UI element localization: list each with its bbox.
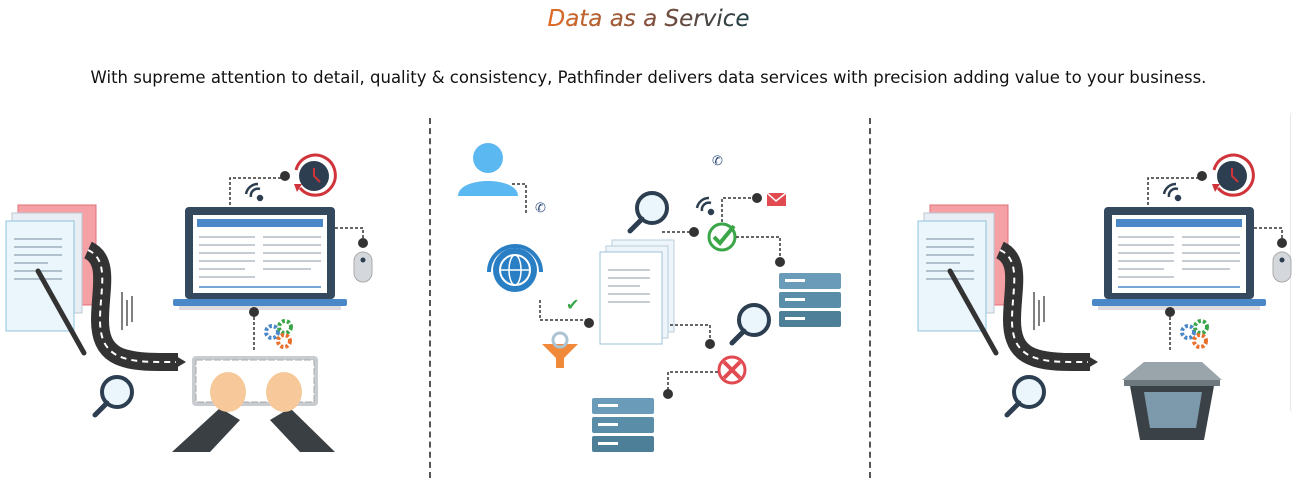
scanner-icon	[1122, 362, 1222, 440]
clock-icon	[292, 153, 337, 197]
documents-icon	[918, 205, 1008, 353]
filter-funnel-icon	[542, 331, 578, 368]
data-scanning-illustration	[918, 153, 1292, 440]
divider	[869, 118, 871, 478]
magnifier-icon	[630, 193, 667, 231]
check-icon: ✔	[566, 295, 579, 314]
mouse-icon	[1272, 251, 1292, 283]
server-icon	[779, 273, 841, 327]
laptop-icon	[172, 206, 348, 311]
documents-icon	[6, 205, 96, 353]
section-subtitle: With supreme attention to detail, qualit…	[90, 68, 1207, 87]
support-globe-icon	[487, 244, 543, 292]
wifi-icon	[244, 182, 264, 202]
wifi-icon	[695, 196, 715, 216]
clock-icon	[1210, 153, 1255, 197]
divider	[429, 118, 431, 478]
magnifier-icon	[95, 377, 132, 415]
magnifier-icon	[732, 305, 769, 343]
road-arrow-icon	[1000, 250, 1098, 368]
verified-check-icon	[707, 222, 737, 252]
gears-icon	[264, 319, 293, 349]
server-icon	[592, 398, 654, 452]
person-icon	[458, 143, 518, 196]
wifi-icon	[1162, 182, 1182, 202]
section-title: Data as a Service	[0, 6, 1297, 32]
laptop-icon	[1091, 206, 1267, 311]
phone-icon: ✆	[535, 201, 546, 216]
gears-icon	[1180, 319, 1209, 349]
road-arrow-icon	[88, 250, 186, 368]
phone-icon: ✆	[712, 154, 723, 169]
keyboard-icon	[172, 356, 335, 452]
data-processing-illustration: ✆ ✔ ✆	[458, 143, 841, 452]
documents-stack-icon	[599, 239, 675, 345]
magnifier-icon	[1007, 377, 1044, 415]
mouse-icon	[353, 251, 373, 283]
reject-icon	[717, 355, 747, 385]
data-entry-illustration	[6, 153, 373, 452]
